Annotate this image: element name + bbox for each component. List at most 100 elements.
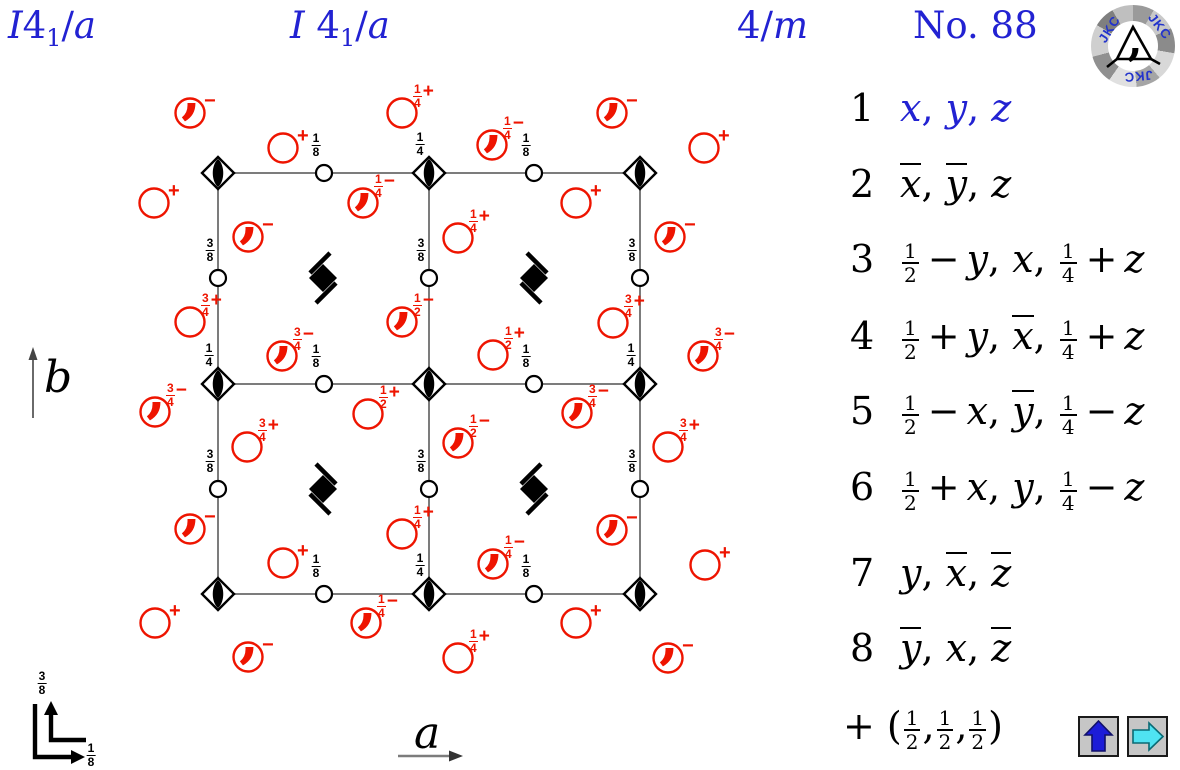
screw-axis-symbol [519,462,549,516]
position-index: 7 [850,551,875,595]
atom-comma-circle: , [232,603,264,673]
position-coordinates: y, x, z [900,551,1012,595]
svg-text:,: , [661,183,681,250]
position-coordinates: y, x, z [900,626,1012,670]
legend-up-arrow [48,710,86,743]
svg-text:,: , [273,302,293,369]
atom-circle [688,132,720,164]
svg-text:,: , [603,59,623,126]
inversion-centre [208,268,228,288]
atom-circle [652,431,684,463]
svg-text:,: , [484,510,504,577]
atom-height-label: − [204,506,216,528]
inversion-centre [630,479,650,499]
atom-circle [267,132,299,164]
atom-height-label: + [590,180,602,202]
inversion-centre [314,584,334,604]
svg-text:,: , [357,569,377,636]
spacegroup-number: No. 88 [913,4,1038,47]
svg-text:,: , [354,149,374,216]
atom-height-label: − [684,214,696,236]
a-axis-label: a [414,708,441,759]
legend-up-arrowhead [44,701,58,715]
b-axis-label: b [44,352,73,403]
fourbar-axis-symbol [622,576,658,612]
atom-height-label: − [262,214,274,236]
atom-comma-circle: , [266,302,298,372]
atom-comma-circle: , [596,476,628,546]
atom-comma-circle: , [687,302,719,372]
svg-text:,: , [393,268,413,335]
svg-text:,: , [239,183,259,250]
atom-comma-circle: , [561,359,593,429]
fourbar-axis-symbol [411,366,447,402]
legend-right-arrowhead [71,750,85,764]
atom-circle [477,339,509,371]
svg-text:,: , [239,603,259,670]
fourbar-axis-symbol [622,366,658,402]
atom-height-label: + [169,600,181,622]
svg-text:,: , [659,604,679,671]
atom-circle [386,97,418,129]
atom-circle [138,187,170,219]
atom-comma-circle: , [174,59,206,129]
inversion-centre [314,163,334,183]
atom-circle [597,307,629,339]
svg-text:,: , [483,91,503,158]
svg-text:,: , [181,475,201,542]
atom-comma-circle: , [477,510,509,580]
inversion-centre [208,479,228,499]
atom-circle [139,607,171,639]
atom-height-label: + [168,180,180,202]
atom-height-label: − [204,90,216,112]
atom-circle [386,518,418,550]
atom-height-label: + [297,540,309,562]
fourbar-axis-symbol [200,366,236,402]
atom-height-label: + [590,600,602,622]
screw-axis-symbol [308,462,338,516]
legend-right-arrow [32,704,74,760]
fourbar-axis-symbol [411,155,447,191]
screw-axis-symbol [308,251,338,305]
atom-height-label: − [682,635,694,657]
position-index: 5 [850,389,875,433]
atom-comma-circle: , [232,183,264,253]
svg-text:,: , [603,476,623,543]
atom-circle [352,398,384,430]
inversion-centre [524,584,544,604]
atom-height-label: − [626,90,638,112]
next-button[interactable] [1127,716,1168,757]
atom-height-label: + [297,125,309,147]
svg-text:,: , [568,359,588,426]
atom-circle [231,431,263,463]
position-row-7: 7 y, x, z [850,551,1012,595]
atom-comma-circle: , [386,268,418,338]
position-index: 2 [850,162,875,206]
point-group-symbol: 4/m [737,4,809,47]
fourbar-axis-symbol [411,576,447,612]
atom-comma-circle: , [654,183,686,253]
svg-text:,: , [1127,15,1142,66]
screw-axis-symbol [519,251,549,305]
up-button[interactable] [1078,716,1119,757]
atom-height-label: + [718,125,730,147]
